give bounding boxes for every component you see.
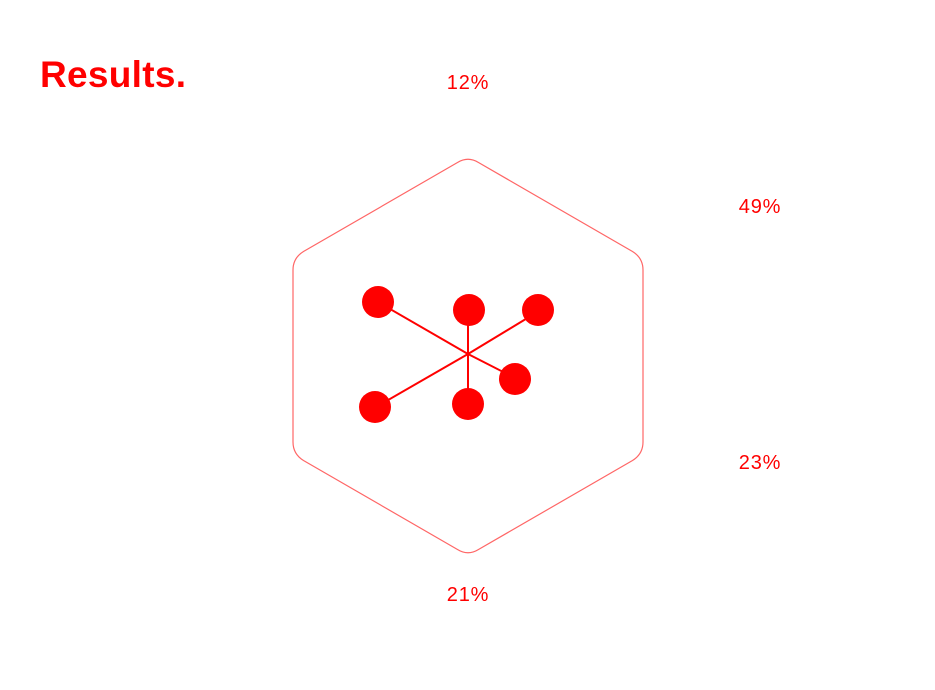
- page-title: Results.: [40, 54, 187, 95]
- points-layer: [359, 286, 554, 423]
- axis-value-label: 12%: [447, 72, 489, 94]
- axis-value-label: 21%: [447, 584, 489, 606]
- radar-spoke: [375, 353, 469, 408]
- data-point: [359, 391, 391, 423]
- axis-value-label: 23%: [739, 452, 781, 474]
- data-point: [499, 363, 531, 395]
- data-point: [362, 286, 394, 318]
- radar-spoke: [377, 301, 469, 355]
- data-point: [522, 294, 554, 326]
- data-point: [452, 388, 484, 420]
- spokes-layer: [375, 301, 540, 408]
- axis-value-label: 49%: [739, 196, 781, 218]
- hexagon-frame: [292, 158, 644, 554]
- labels-layer: 12% 49% 23% 21%: [447, 72, 781, 606]
- data-point: [453, 294, 485, 326]
